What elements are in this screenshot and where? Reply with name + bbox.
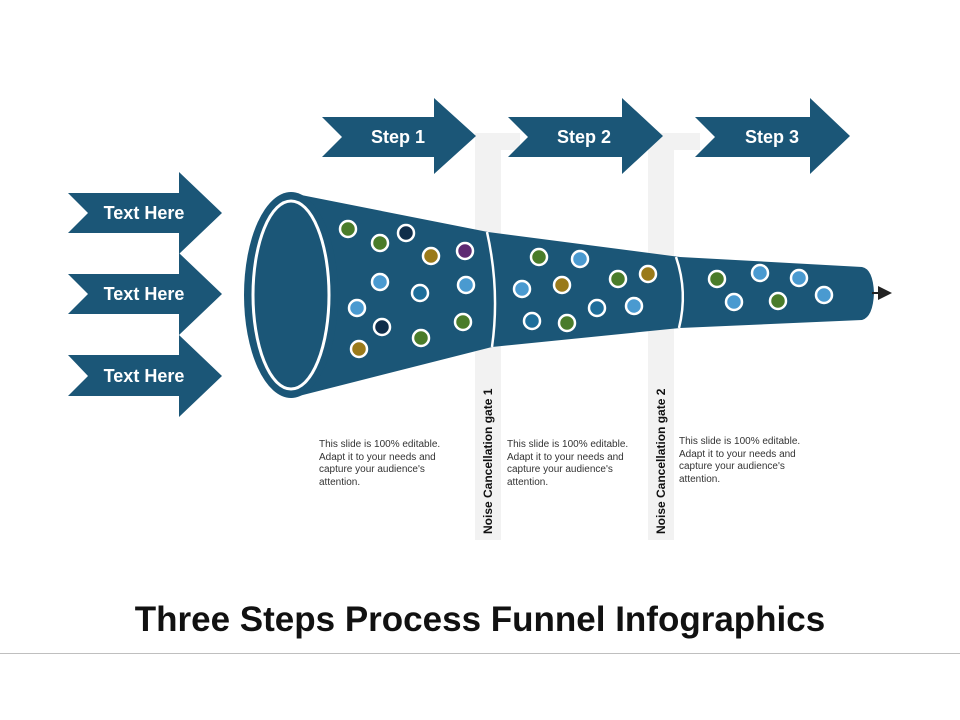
description-3: This slide is 100% editable. Adapt it to… <box>679 436 801 485</box>
bead <box>347 298 367 318</box>
bead <box>338 219 358 239</box>
bead <box>789 268 809 288</box>
bead <box>453 312 473 332</box>
bead <box>410 283 430 303</box>
input-label: Text Here <box>104 203 185 223</box>
bead <box>707 269 727 289</box>
bead <box>396 223 416 243</box>
bead <box>557 313 577 333</box>
bead <box>724 292 744 312</box>
step-arrow-3: Step 3 <box>695 98 850 174</box>
gate-label-1: Noise Cancellation gate 1 <box>481 388 495 534</box>
gate-label-2: Noise Cancellation gate 2 <box>654 388 668 534</box>
page-title: Three Steps Process Funnel Infographics <box>134 600 826 639</box>
funnel-mouth <box>244 192 338 398</box>
gate-divider-2 <box>674 256 685 329</box>
gate-divider-1 <box>485 231 497 348</box>
input-arrow-2: Text Here <box>68 253 222 335</box>
bead <box>624 296 644 316</box>
bead <box>349 339 369 359</box>
input-arrow-1: Text Here <box>68 172 222 254</box>
description-2: This slide is 100% editable. Adapt it to… <box>507 439 629 488</box>
bead <box>512 279 532 299</box>
bead <box>814 285 834 305</box>
beads <box>338 219 834 359</box>
funnel-mouth-rim <box>251 199 331 391</box>
step-arrow-1: Step 1 <box>322 98 476 174</box>
input-arrow-3: Text Here <box>68 335 222 417</box>
bead <box>455 241 475 261</box>
step-label: Step 3 <box>745 127 799 147</box>
funnel <box>244 192 874 398</box>
bead <box>370 272 390 292</box>
input-label: Text Here <box>104 366 185 386</box>
bead <box>421 246 441 266</box>
bead <box>768 291 788 311</box>
bead <box>587 298 607 318</box>
step-arrow-2: Step 2 <box>508 98 663 174</box>
description-1: This slide is 100% editable. Adapt it to… <box>319 439 441 488</box>
bead <box>570 249 590 269</box>
bead <box>750 263 770 283</box>
bead <box>638 264 658 284</box>
footer-divider <box>0 653 960 654</box>
bead <box>456 275 476 295</box>
step-label: Step 2 <box>557 127 611 147</box>
bead <box>552 275 572 295</box>
bead <box>372 317 392 337</box>
exit-arrow <box>872 286 892 300</box>
bead <box>370 233 390 253</box>
bead <box>411 328 431 348</box>
input-label: Text Here <box>104 284 185 304</box>
bead <box>608 269 628 289</box>
step-label: Step 1 <box>371 127 425 147</box>
bead <box>529 247 549 267</box>
bead <box>522 311 542 331</box>
